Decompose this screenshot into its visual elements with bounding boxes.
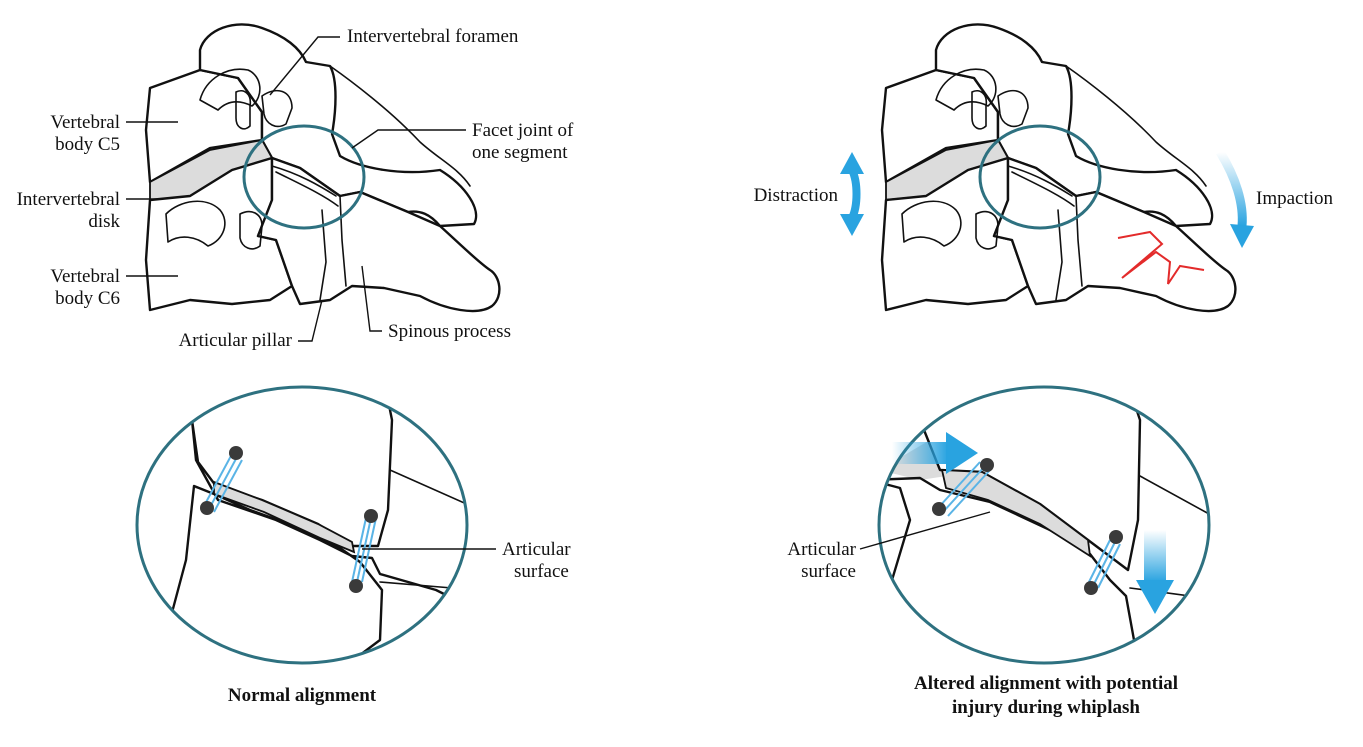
downward-arrow-icon [1136, 530, 1174, 614]
label-articular-surface-left-l2: surface [514, 561, 569, 582]
leader-facet-joint [351, 129, 466, 149]
altered-vertebrae-drawing [880, 23, 1237, 313]
pin-icon [349, 579, 363, 593]
facet-joint-highlight-circle [242, 124, 366, 230]
leader-articular-surface-right [859, 511, 991, 550]
pin-icon [364, 509, 378, 523]
caption-normal-alignment: Normal alignment [228, 685, 377, 706]
label-intervertebral-disk-l1: Intervertebral [17, 189, 120, 210]
label-articular-surface-right-l1: Articular [787, 539, 856, 560]
label-facet-joint-l2: one segment [472, 142, 568, 163]
distraction-arrow-icon [840, 152, 864, 236]
pin-icon [200, 501, 214, 515]
label-vertebral-body-c6-l1: Vertebral [50, 266, 120, 287]
altered-ligament-left [932, 458, 994, 517]
label-facet-joint-l1: Facet joint of [472, 120, 574, 141]
impaction-arrow-icon [1216, 149, 1254, 248]
caption-altered-alignment-l2: injury during whiplash [952, 697, 1140, 718]
pin-icon [229, 446, 243, 460]
label-intervertebral-disk-l2: disk [88, 211, 120, 232]
altered-facet-highlight-circle [978, 124, 1102, 230]
pin-icon [1084, 581, 1098, 595]
label-vertebral-body-c6-l2: body C6 [55, 288, 120, 309]
caption-altered-alignment-l1: Altered alignment with potential [914, 673, 1178, 694]
leader-spinous-process [361, 265, 382, 332]
altered-zoom-circle [877, 385, 1211, 665]
label-articular-surface-left-l1: Articular [502, 539, 571, 560]
injury-crack-line [1117, 230, 1205, 285]
shear-arrow-icon [892, 432, 978, 474]
normal-zoom-circle [135, 385, 469, 665]
label-impaction: Impaction [1256, 188, 1334, 209]
normal-vertebrae-drawing [144, 23, 501, 313]
normal-ligament-left [200, 446, 243, 515]
label-articular-surface-right-l2: surface [801, 561, 856, 582]
normal-facet-zoom-detail [137, 387, 467, 663]
leader-articular-pillar [298, 299, 323, 342]
altered-facet-zoom-detail [879, 387, 1209, 663]
altered-ligament-right [1084, 530, 1123, 595]
label-spinous-process: Spinous process [388, 321, 511, 342]
label-articular-pillar: Articular pillar [179, 330, 293, 351]
pin-icon [932, 502, 946, 516]
label-vertebral-body-c5-l1: Vertebral [50, 112, 120, 133]
pin-icon [980, 458, 994, 472]
pin-icon [1109, 530, 1123, 544]
label-vertebral-body-c5-l2: body C5 [55, 134, 120, 155]
normal-ligament-right [349, 509, 378, 593]
leader-intervertebral-foramen [269, 36, 340, 96]
label-intervertebral-foramen: Intervertebral foramen [347, 26, 519, 47]
label-distraction: Distraction [754, 185, 839, 206]
